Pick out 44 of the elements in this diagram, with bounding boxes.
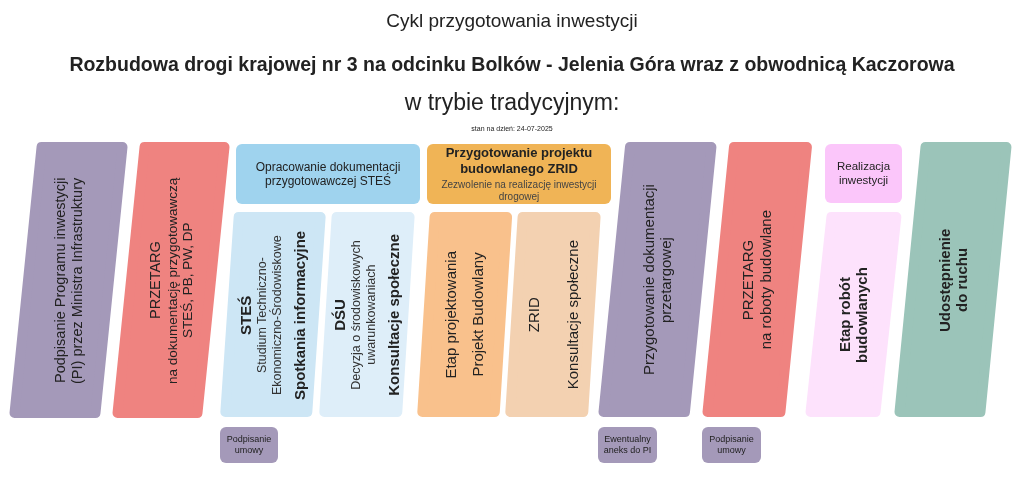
phase-title: PRZETARG (739, 239, 757, 320)
diagram-title: Cykl przygotowania inwestycji (386, 10, 638, 33)
activity-label: Konsultacje społeczne (385, 233, 403, 396)
stage-title: Przygotowanie projektu budowlanego ZRID (444, 145, 594, 177)
document-name: Decyzja o środowiskowych uwarunkowaniach (349, 238, 379, 392)
stage-title: Opracowanie dokumentacji przygotowawczej STEŚ (254, 159, 402, 189)
document-name: Projekt Budowlany (469, 252, 487, 377)
subphase-band (417, 212, 513, 417)
activity-label: Konsultacje społeczne (564, 239, 582, 390)
phase-band (111, 142, 230, 418)
stage-header (427, 144, 611, 204)
stage-header (825, 144, 902, 203)
subphase-band (505, 212, 601, 417)
stage-header (236, 144, 420, 204)
document-abbreviation: ZRID (524, 297, 542, 332)
phase-title: PRZETARG (146, 241, 164, 319)
subphase-band (319, 212, 415, 417)
subphase-band (220, 212, 326, 417)
milestone-tag (702, 427, 761, 463)
milestone-label: Podpisanie umowy (225, 434, 273, 456)
stage-subtitle: Zezwolenie na realizację inwestycji drogowej (440, 178, 598, 203)
phase-description: na roboty budowlane (757, 209, 775, 350)
document-name: Studium Techniczno-Ekonomiczno-Środowiskowe (255, 233, 285, 397)
activity-label: Spotkania informacyjne (291, 229, 309, 400)
phase-label: Przygotowanie dokumentacji przetargowej (639, 183, 675, 377)
phase-band (8, 142, 128, 418)
phase-label: Etap robót budowlanych (835, 265, 871, 365)
phase-band (894, 142, 1012, 417)
phase-label: Podpisanie Programu inwestycji (PI) przez Ministra Infrastruktury (51, 175, 86, 386)
phase-band (597, 142, 717, 417)
project-name: Rozbudowa drogi krajowej nr 3 na odcinku Bolków - Jelenia Góra wraz z obwodnicą Kaczorowa (69, 53, 955, 77)
subphase-band (804, 212, 902, 417)
stage-label: Etap projektowania (442, 250, 460, 379)
phase-band (701, 142, 813, 417)
milestone-label: Ewentualny aneks do PI (602, 434, 653, 456)
document-abbreviation: DŚU (331, 298, 349, 331)
stage-title: Realizacja inwestycji (835, 159, 892, 188)
mode-subtitle: w trybie tradycyjnym: (404, 89, 620, 117)
phase-description: na dokumentację przygotowawczą STEŚ, PB, PW, DP (164, 175, 196, 386)
milestone-tag (598, 427, 657, 463)
document-abbreviation: STEŚ (237, 294, 255, 335)
milestone-tag (220, 427, 278, 463)
phase-label: Udostępnienie do ruchu (935, 226, 971, 334)
milestone-label: Podpisanie umowy (708, 434, 755, 456)
